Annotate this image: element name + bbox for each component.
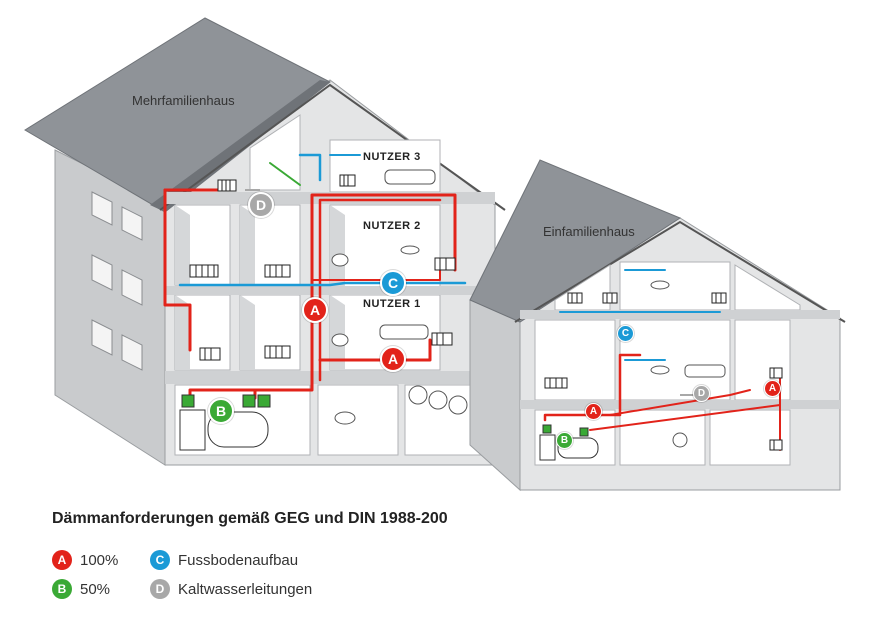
small-house-floor-slabs (520, 310, 840, 409)
badge-a-small-left: A (585, 403, 602, 420)
badge-a-large-horizontal: A (380, 346, 406, 372)
large-house-room-shading (175, 205, 345, 370)
badge-b-large: B (208, 398, 234, 424)
house-label-large: Mehrfamilienhaus (132, 93, 235, 108)
legend-text-c: Fussbodenaufbau (178, 551, 299, 569)
pipes-green (269, 162, 301, 186)
building-svg (24, 17, 846, 492)
large-house-side-windows (91, 191, 143, 371)
house-label-small: Einfamilienhaus (543, 224, 635, 239)
legend-item-c: C Fussbodenaufbau (150, 550, 298, 570)
legend-text-a: 100% (80, 551, 119, 569)
user-3-label: NUTZER 3 (363, 151, 421, 163)
badge-a-large-vertical: A (302, 297, 328, 323)
user-1-label: NUTZER 1 (363, 298, 421, 310)
legend-text-d: Kaltwasserleitungen (178, 580, 313, 598)
radiator-ribs (195, 175, 775, 450)
small-house-rooms (534, 261, 801, 466)
badge-d-large: D (248, 192, 274, 218)
badge-d-small: D (693, 385, 710, 402)
badge-a-small-right: A (764, 380, 781, 397)
legend-badge-b: B (52, 579, 72, 599)
badge-c-large: C (380, 270, 406, 296)
badge-b-small: B (556, 432, 573, 449)
legend-item-b: B 50% (52, 579, 110, 599)
legend-text-b: 50% (80, 580, 111, 598)
legend-item-a: A 100% (52, 550, 118, 570)
legend-title: Dämmanforderungen gemäß GEG und DIN 1988… (52, 510, 448, 527)
legend-badge-c: C (150, 550, 170, 570)
building-illustration: Mehrfamilienhaus Einfamilienhaus NUTZER … (24, 17, 846, 492)
badge-c-small: C (617, 325, 634, 342)
small-house-roof (469, 159, 682, 323)
radiators (189, 174, 783, 451)
legend-badge-d: D (150, 579, 170, 599)
legend-item-d: D Kaltwasserleitungen (150, 579, 312, 599)
legend-badge-a: A (52, 550, 72, 570)
sanitary-fixtures (331, 169, 726, 448)
user-2-label: NUTZER 2 (363, 220, 421, 232)
